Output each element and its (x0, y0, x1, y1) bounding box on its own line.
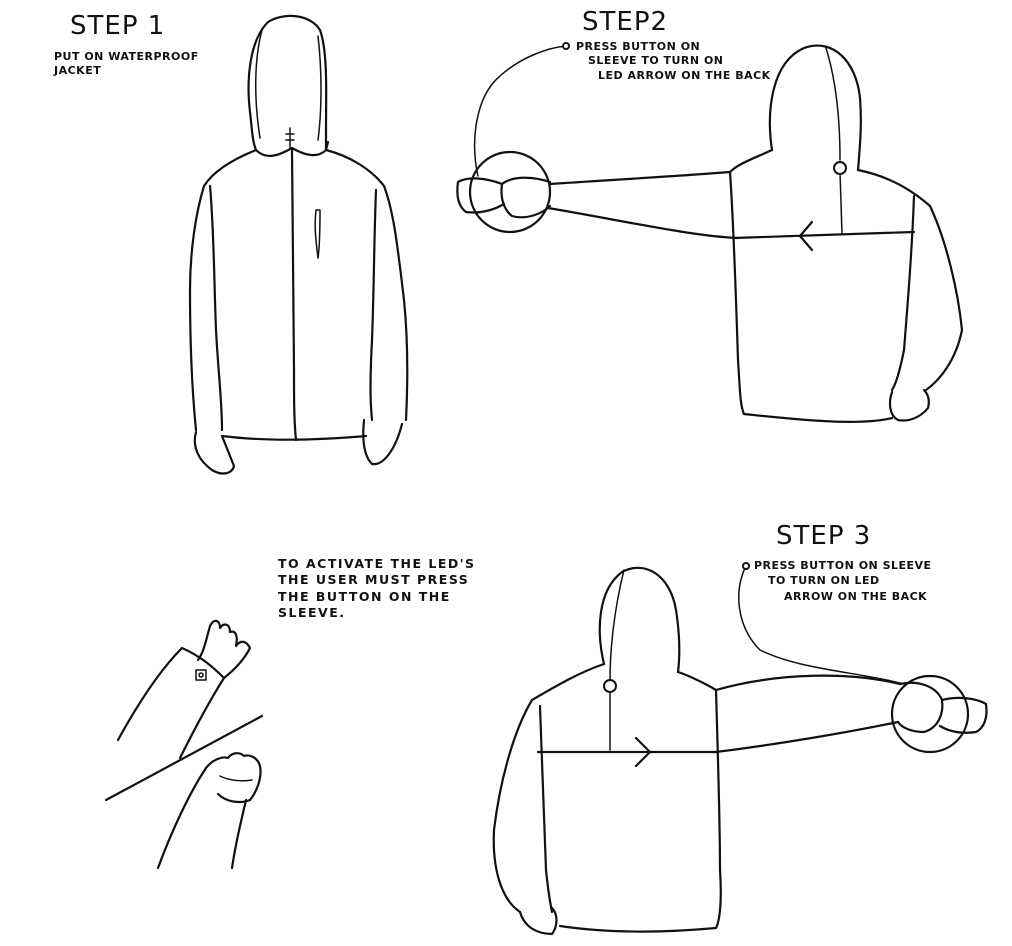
activation-note-line: THE USER MUST PRESS (278, 572, 476, 588)
step3-hood (600, 568, 680, 672)
step3-instruction-line: PRESS BUTTON ON SLEEVE (754, 558, 932, 573)
step2-callout-line (475, 46, 566, 176)
step2-instruction-line: PRESS BUTTON ON (576, 40, 771, 54)
step2-yoke (734, 232, 914, 238)
step3-instruction-line: TO TURN ON LED (754, 573, 932, 588)
step1-collar-zip (286, 128, 294, 148)
step2-button-magnifier (470, 152, 550, 232)
step1-title: STEP 1 (70, 10, 165, 43)
step3-extended-arm (716, 676, 900, 752)
step2-instruction-line: LED ARROW ON THE BACK (576, 69, 771, 83)
activation-divider-line (106, 716, 262, 800)
activation-note-line: TO ACTIVATE THE LED'S (278, 556, 476, 572)
activation-sleeve-button (196, 670, 206, 680)
step2-right-hand (890, 390, 929, 421)
step2-back-seam (840, 172, 842, 234)
step1-hem (222, 436, 366, 440)
step1-center-zip (292, 150, 296, 440)
step1-instruction: PUT ON WATERPROOF JACKET (54, 50, 199, 78)
step2-thumb (457, 178, 504, 212)
step1-chest-pocket (315, 210, 320, 258)
activation-right-knuckles (220, 776, 252, 781)
step2-title: STEP2 (582, 6, 668, 39)
step3-thumb (940, 698, 987, 733)
step1-right-hand (363, 420, 402, 464)
activation-note-line: SLEEVE. (278, 605, 476, 621)
activation-hands (106, 621, 262, 868)
step1-jacket-front (190, 16, 407, 474)
step2-hood-seam (826, 48, 840, 160)
step2-jacket-back (457, 43, 962, 422)
step3-jacket-back (494, 563, 987, 934)
step3-fist (898, 683, 942, 732)
activation-right-fist (206, 753, 261, 802)
step2-body-outline (730, 150, 962, 422)
step3-instruction-line: ARROW ON THE BACK (754, 589, 932, 604)
step2-hood (770, 46, 861, 170)
step1-left-hand (195, 432, 234, 473)
step1-instruction-line: PUT ON WATERPROOF (54, 50, 199, 64)
step3-body-outline (494, 664, 721, 932)
activation-note: TO ACTIVATE THE LED'S THE USER MUST PRES… (278, 556, 476, 621)
step2-right-sleeve-inner (892, 196, 914, 390)
step1-body-outline (190, 150, 407, 430)
step3-left-sleeve-inner (540, 706, 552, 912)
step2-instruction: PRESS BUTTON ON SLEEVE TO TURN ON LED AR… (576, 40, 771, 83)
step1-hood-inner (256, 30, 321, 140)
step2-instruction-line: SLEEVE TO TURN ON (576, 54, 771, 68)
activation-sleeve-button-dot (199, 673, 203, 677)
step1-left-sleeve-inner (210, 186, 222, 430)
step2-led-point (834, 162, 846, 174)
step3-title: STEP 3 (776, 520, 871, 553)
step1-right-sleeve-inner (371, 190, 377, 420)
step2-fist (501, 178, 550, 218)
step2-callout-dot (563, 43, 569, 49)
step3-led-point (604, 680, 616, 692)
activation-right-arm (158, 768, 246, 868)
step3-instruction: PRESS BUTTON ON SLEEVE TO TURN ON LED AR… (754, 558, 932, 604)
step3-hood-seam (610, 570, 624, 680)
activation-note-line: THE BUTTON ON THE (278, 589, 476, 605)
activation-left-sleeve (118, 648, 224, 758)
step2-extended-arm (548, 172, 738, 238)
step3-callout-dot (743, 563, 749, 569)
step1-instruction-line: JACKET (54, 64, 199, 78)
